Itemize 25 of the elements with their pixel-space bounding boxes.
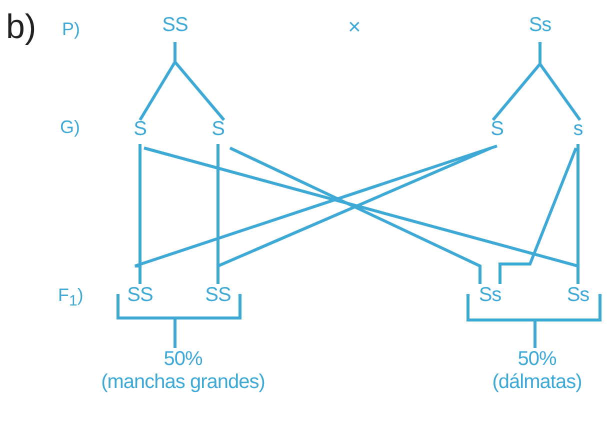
phenotype-label: (dálmatas) bbox=[492, 371, 582, 394]
generation-label: P) bbox=[62, 20, 80, 38]
generation-label: G) bbox=[60, 118, 80, 136]
connector-line bbox=[538, 42, 582, 121]
genotype-label: Ss bbox=[566, 284, 590, 307]
genotype-label: Ss bbox=[528, 14, 552, 37]
part-letter: b) bbox=[6, 10, 36, 44]
connector-line bbox=[174, 42, 226, 121]
genotype-label: SS bbox=[127, 284, 153, 307]
genotype-label: S bbox=[134, 118, 146, 141]
cross-sign: × bbox=[348, 16, 361, 38]
genotype-label: S bbox=[212, 118, 224, 141]
genotype-label: SS bbox=[162, 14, 188, 37]
genotype-label: S bbox=[490, 118, 504, 141]
genotype-label: s bbox=[573, 118, 583, 141]
connector-line bbox=[174, 294, 242, 348]
percentage-label: 50% bbox=[164, 348, 202, 371]
generation-label: F$_{1}$) bbox=[58, 286, 84, 309]
connector-line bbox=[134, 144, 498, 284]
genotype-label: Ss bbox=[478, 284, 502, 307]
genotype-label: SS bbox=[205, 284, 231, 307]
percentage-label: 50% bbox=[518, 348, 556, 371]
connector-line bbox=[534, 294, 602, 348]
connector-line bbox=[498, 147, 578, 284]
phenotype-label: (manchas grandes) bbox=[101, 371, 265, 394]
